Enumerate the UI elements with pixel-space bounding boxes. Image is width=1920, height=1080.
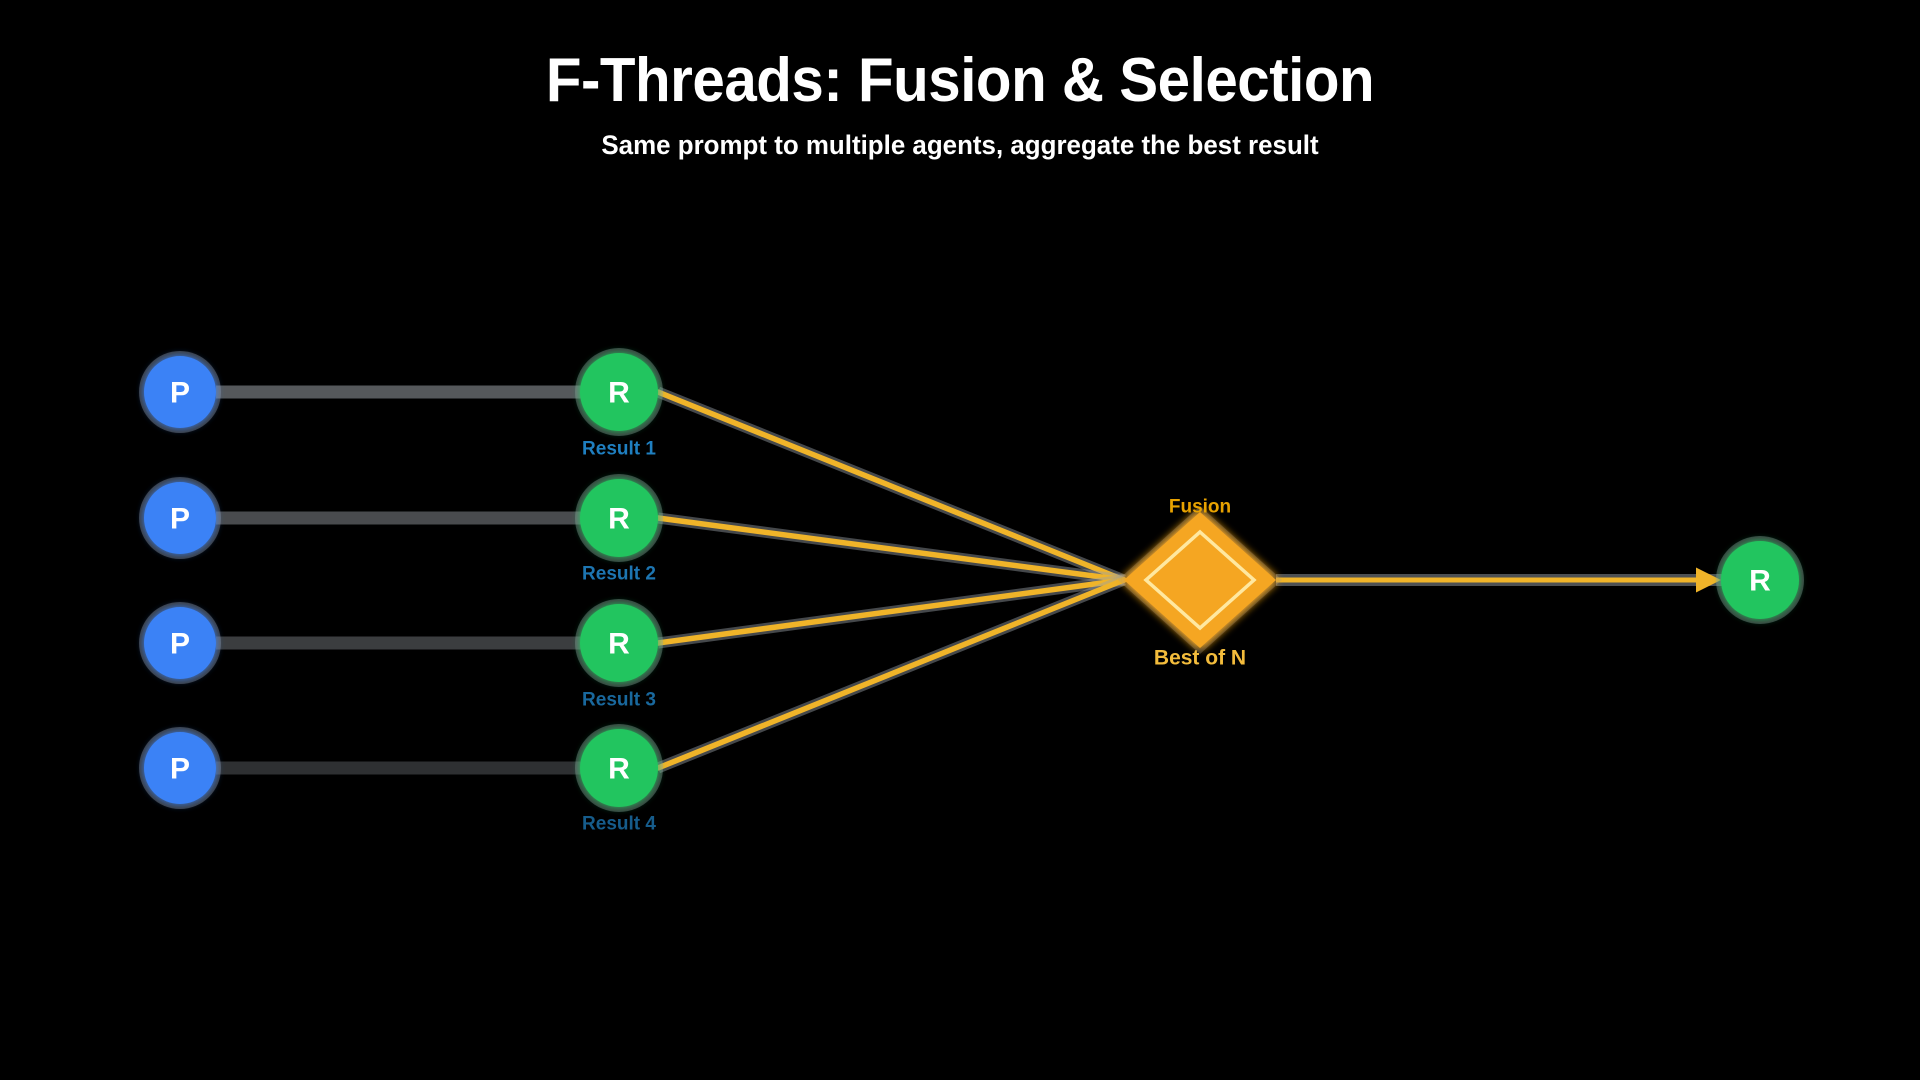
result-node-2-label: Result 2 xyxy=(582,564,656,585)
result-node-4-circle[interactable] xyxy=(580,729,658,807)
prompt-node-2-glyph: P xyxy=(170,503,190,536)
edge-group-prompt-to-result xyxy=(216,375,590,785)
output-result-node-circle[interactable] xyxy=(1721,541,1799,619)
result-node-3-label: Result 3 xyxy=(582,690,656,711)
page-subtitle: Same prompt to multiple agents, aggregat… xyxy=(601,130,1319,161)
edge-r1-fusion xyxy=(655,386,1127,586)
prompt-node-1[interactable]: P xyxy=(139,351,221,433)
fusion-label-top: Fusion xyxy=(1169,497,1231,518)
header: F-Threads: Fusion & Selection Same promp… xyxy=(0,0,1920,161)
output-node-group: R xyxy=(1716,536,1804,624)
prompt-node-2-circle[interactable] xyxy=(144,482,216,554)
prompt-node-3[interactable]: P xyxy=(139,602,221,684)
result-node-1-label: Result 1 xyxy=(582,439,656,460)
output-result-node[interactable]: R xyxy=(1716,536,1804,624)
result-node-1[interactable]: R Result 1 xyxy=(575,348,663,460)
prompt-node-3-glyph: P xyxy=(170,628,190,661)
result-node-2-circle[interactable] xyxy=(580,479,658,557)
edge-r2-fusion xyxy=(655,512,1127,586)
result-node-3[interactable]: R Result 3 xyxy=(575,599,663,711)
prompt-node-4[interactable]: P xyxy=(139,727,221,809)
fusion-diamond-shape[interactable] xyxy=(1124,512,1276,648)
result-node-2[interactable]: R Result 2 xyxy=(575,474,663,585)
prompt-node-4-circle[interactable] xyxy=(144,732,216,804)
result-node-1-circle[interactable] xyxy=(580,353,658,431)
prompt-node-1-glyph: P xyxy=(170,377,190,410)
result-node-4-label: Result 4 xyxy=(582,814,656,835)
fusion-diamond-inner-outline xyxy=(1143,529,1257,631)
result-node-3-circle[interactable] xyxy=(580,604,658,682)
prompt-node-1-circle[interactable] xyxy=(144,356,216,428)
page-title: F-Threads: Fusion & Selection xyxy=(545,46,1375,115)
prompt-node-4-glyph: P xyxy=(170,753,190,786)
prompt-node-2[interactable]: P xyxy=(139,477,221,559)
edge-r4-fusion-line xyxy=(655,577,1127,771)
edge-r1-fusion-line xyxy=(655,389,1127,583)
edge-r3-fusion-line xyxy=(655,577,1127,646)
result-node-4[interactable]: R Result 4 xyxy=(575,724,663,835)
fusion-label-bottom: Best of N xyxy=(1154,647,1246,670)
edge-group-result-to-fusion xyxy=(655,386,1127,774)
result-node-3-glyph: R xyxy=(608,628,630,661)
result-node-group: R Result 1 R Result 2 R Result 3 R Result 4 xyxy=(575,348,663,835)
prompt-node-group: P P P P xyxy=(139,351,221,809)
result-node-4-glyph: R xyxy=(608,753,630,786)
output-result-node-glyph: R xyxy=(1749,565,1771,598)
edge-r2-fusion-line xyxy=(655,515,1127,583)
edge-r4-fusion xyxy=(655,574,1127,774)
result-node-2-glyph: R xyxy=(608,503,630,536)
edge-r3-fusion xyxy=(655,574,1127,649)
prompt-node-3-circle[interactable] xyxy=(144,607,216,679)
result-node-1-glyph: R xyxy=(608,377,630,410)
